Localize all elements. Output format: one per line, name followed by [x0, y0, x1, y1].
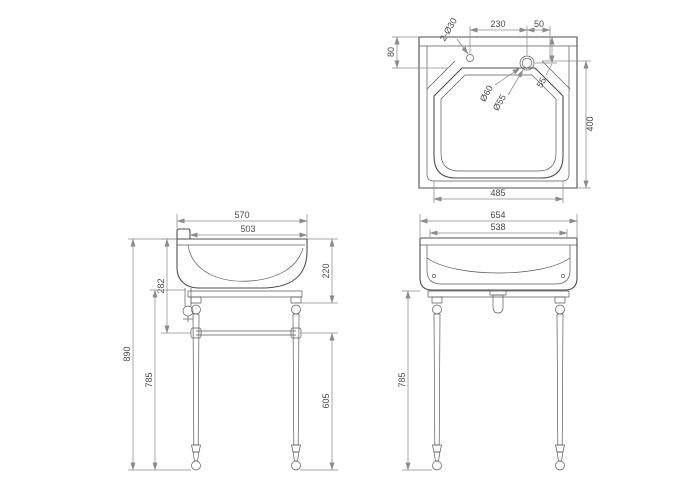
dim-stand-width: 538 [429, 222, 568, 237]
plan-view: 230 50 80 400 485 [386, 16, 595, 203]
dim-label-d60: Ø60 [478, 84, 495, 104]
dim-label-55: 55 [535, 76, 549, 90]
dim-bowl-depth: 400 [542, 60, 595, 189]
corner-ledge-left [426, 60, 456, 90]
bowl-curve-side [187, 244, 304, 282]
stand-leg-front [290, 296, 302, 471]
frame-top-bar-front [427, 290, 570, 298]
dim-label-570: 570 [234, 210, 249, 220]
fixing-hole-right [561, 274, 565, 278]
dim-label-890: 890 [122, 346, 132, 361]
leader-line [456, 38, 469, 55]
rail-fitting-back [190, 327, 202, 339]
label-waste-inner: Ø55 [491, 69, 524, 113]
dim-label-50: 50 [534, 19, 544, 29]
fixing-hole-left [432, 274, 436, 278]
leader-line [494, 67, 521, 86]
leader-line [545, 63, 553, 76]
dim-label-d55: Ø55 [491, 93, 508, 113]
waste-trap-side [182, 288, 194, 322]
dim-rail-height: 605 [300, 332, 338, 471]
dim-stand-height-front: 785 [397, 290, 432, 471]
dim-label-785-side: 785 [144, 372, 154, 387]
label-tap-holes: 2-Ø30 [438, 16, 469, 55]
waste-trap-front [489, 289, 507, 314]
dim-bowl-width: 485 [433, 181, 564, 203]
dim-label-282: 282 [156, 278, 166, 293]
frame-top-bar-side [187, 290, 303, 298]
dim-hole-edge: 55 [534, 36, 557, 90]
dim-label-538: 538 [490, 222, 505, 232]
leader-line [507, 69, 524, 96]
dim-label-485: 485 [490, 188, 505, 198]
front-view: 654 538 785 [397, 210, 578, 471]
corner-ledge-right [541, 60, 571, 90]
dim-stand-depth: 503 [189, 224, 308, 238]
basin-side-profile [176, 238, 308, 289]
bowl-plan-inner [440, 74, 557, 172]
dim-label-785-front: 785 [397, 372, 407, 387]
waste-hole-inner [521, 57, 533, 69]
dim-label-2xd30: 2-Ø30 [438, 16, 459, 43]
dim-overall-height: 890 [122, 238, 191, 471]
bowl-front-inner [426, 245, 571, 285]
dim-label-605: 605 [321, 393, 331, 408]
dim-label-220: 220 [321, 263, 331, 278]
dim-ledge-depth: 80 [386, 36, 448, 69]
dim-label-400: 400 [585, 116, 595, 131]
dim-stand-height-side: 785 [144, 289, 186, 471]
backsplash-profile [176, 228, 191, 239]
dim-overall-width: 654 [419, 210, 578, 237]
dim-label-230: 230 [490, 19, 505, 29]
rail-fitting-front [290, 327, 302, 339]
bowl-front-curve [426, 257, 571, 274]
stand-leg-back [190, 296, 202, 471]
trap-body [492, 294, 504, 314]
tap-hole-left [466, 54, 474, 62]
dim-label-654: 654 [490, 210, 505, 220]
basin-front-outline [419, 237, 578, 291]
dim-rim-to-frame: 220 [301, 238, 338, 304]
stand-leg-left [431, 296, 443, 471]
dim-hole-offset: 50 [526, 19, 551, 60]
stand-leg-right [554, 296, 566, 471]
basin-plan-inner-rim [426, 46, 570, 182]
bowl-plan-outline [433, 67, 564, 179]
dim-label-503: 503 [240, 224, 255, 234]
dim-label-80: 80 [386, 47, 396, 57]
side-view: 570 503 282 220 890 [122, 210, 338, 471]
basin-plan-outline [418, 36, 578, 189]
